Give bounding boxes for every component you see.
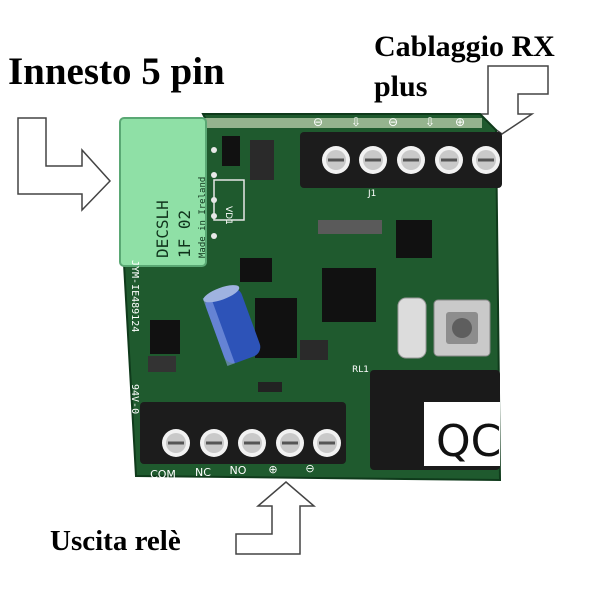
top-terminal-mark: ⊕: [455, 115, 465, 129]
vd1-label: VD1: [223, 206, 233, 225]
ic-chip: [322, 268, 376, 322]
top-terminal-mark: ⊖: [313, 115, 323, 129]
ic-chip: [396, 220, 432, 258]
terminal-screw: [359, 146, 387, 174]
terminal-screw: [162, 429, 190, 457]
top-terminal-mark: ⊖: [388, 115, 398, 129]
top-terminal-mark: ⇩: [425, 115, 435, 129]
connector-callout-label: Innesto 5 pin: [8, 50, 225, 93]
board-edge-code: JYM-IE489124: [129, 260, 140, 332]
terminal-screw: [200, 429, 228, 457]
module-origin-text: Made in Ireland: [198, 177, 208, 258]
bottom-terminal-mark: ⊖: [305, 462, 314, 475]
relay-text: QC: [436, 416, 501, 467]
j-label: J1: [367, 189, 376, 199]
connector-module: [119, 117, 207, 267]
bottom-terminal-mark: NC: [195, 466, 211, 479]
down-arrow-icon: [471, 65, 549, 135]
wiring-callout-line1: Cablaggio RX: [374, 30, 555, 63]
module-pins: [211, 147, 217, 239]
rl-label: RL1: [352, 365, 369, 375]
board-edge: [200, 118, 482, 128]
up-arrow-icon: [235, 481, 317, 555]
wiring-callout-label: Cablaggio RX plus: [374, 27, 555, 107]
left-arrow-icon: [17, 117, 112, 212]
wiring-callout-line2: plus: [374, 70, 428, 103]
smd-components: [148, 136, 432, 392]
terminal-screw: [322, 146, 350, 174]
terminal-screw: [238, 429, 266, 457]
relay-output-callout-label: Uscita relè: [50, 525, 181, 557]
bottom-terminal-mark: COM: [150, 468, 176, 481]
terminal-screw: [435, 146, 463, 174]
top-terminal-mark: ⇩: [351, 115, 361, 129]
terminal-screw: [313, 429, 341, 457]
vd1-footprint: [213, 179, 245, 221]
bottom-terminal-screws: [162, 429, 341, 457]
top-terminal-screws: [322, 146, 500, 174]
terminal-screw: [397, 146, 425, 174]
terminal-screw: [472, 146, 500, 174]
module-model-text: DECSLH: [153, 200, 172, 258]
board-edge-cert: 94V-0: [129, 384, 140, 414]
terminal-screw: [276, 429, 304, 457]
bottom-terminal-mark: ⊕: [268, 463, 277, 476]
module-revision-text: 1F 02: [175, 210, 194, 258]
electrolytic-capacitor: [202, 285, 261, 366]
bottom-terminal-mark: NO: [230, 464, 247, 477]
